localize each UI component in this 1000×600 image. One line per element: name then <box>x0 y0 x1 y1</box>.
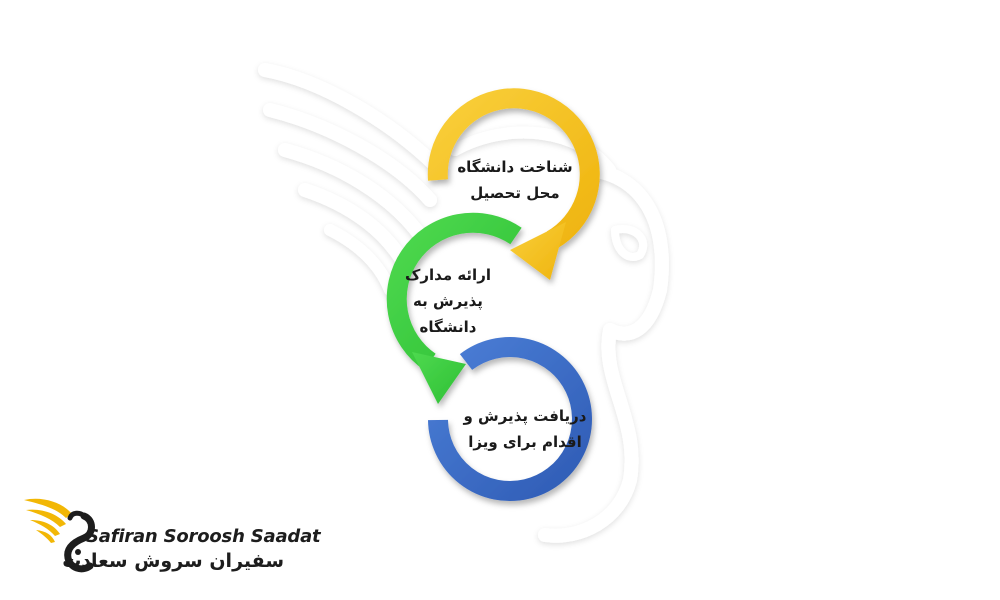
step1-line-1: شناخت دانشگاه <box>457 158 573 176</box>
step3-line-2: اقدام برای ویزا <box>468 433 582 451</box>
swan-logo-icon <box>24 498 95 573</box>
step1-label: شناخت دانشگاه محل تحصیل <box>438 154 592 206</box>
logo-persian-name: سفیران سروش سعادت <box>62 550 284 572</box>
step3-line-1: دریافت پذیرش و <box>463 407 587 425</box>
step2-line-3: دانشگاه <box>419 318 477 336</box>
step1-arrow-icon <box>510 222 566 280</box>
step2-line-2: پذیرش به <box>413 292 483 310</box>
step3-ring <box>428 337 592 501</box>
step1-line-2: محل تحصیل <box>470 184 560 202</box>
step2-ring <box>386 212 522 404</box>
step1-ring <box>427 88 600 280</box>
step2-label: ارائه مدارک پذیرش به دانشگاه <box>378 262 518 340</box>
company-logo: Safiran Soroosh Saadat سفیران سروش سعادت <box>22 492 321 582</box>
step2-arrow-icon <box>412 352 466 404</box>
logo-latin-name: Safiran Soroosh Saadat <box>86 526 321 547</box>
step2-line-1: ارائه مدارک <box>405 266 491 284</box>
step3-label: دریافت پذیرش و اقدام برای ویزا <box>448 403 602 455</box>
